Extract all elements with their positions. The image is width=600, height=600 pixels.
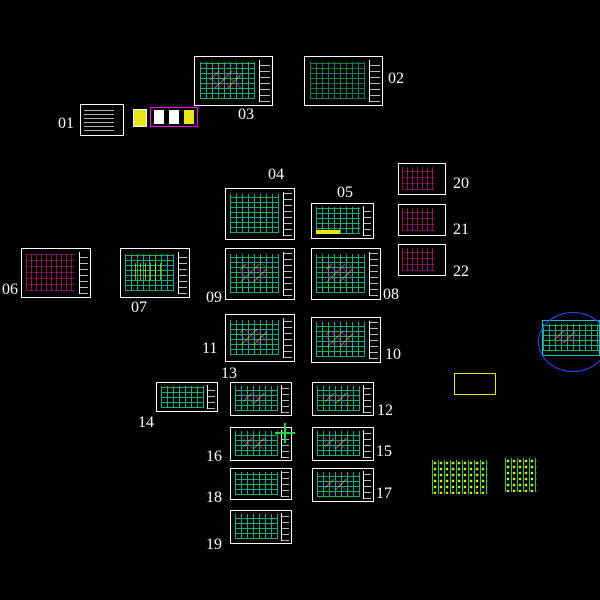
sheet-accent xyxy=(325,392,349,404)
title-block xyxy=(363,384,372,414)
sheet-accent xyxy=(243,392,267,404)
blue-circle-marker xyxy=(538,312,600,372)
sheet-label-03: 03 xyxy=(238,106,254,123)
sheet-grid xyxy=(230,194,280,233)
title-block xyxy=(362,206,372,236)
sheet-accent xyxy=(325,437,349,449)
title-block xyxy=(282,317,292,359)
drawing-sheet-21[interactable] xyxy=(398,204,446,236)
drawing-sheet-09[interactable] xyxy=(225,248,295,300)
sheet-label-07: 07 xyxy=(131,299,147,316)
sheet-label-18: 18 xyxy=(206,489,222,506)
title-block xyxy=(368,320,378,360)
sheet-label-11: 11 xyxy=(202,340,218,357)
thumbnail-white-b xyxy=(169,110,179,124)
sheet-label-09: 09 xyxy=(206,289,222,306)
drawing-sheet-11[interactable] xyxy=(225,314,295,362)
sheet-label-01: 01 xyxy=(58,115,74,132)
sheet-label-22: 22 xyxy=(453,263,469,280)
sheet-accent xyxy=(134,263,162,281)
drawing-sheet-03[interactable] xyxy=(194,56,273,106)
sheet-label-16: 16 xyxy=(206,448,222,465)
sheet-grid xyxy=(160,385,204,408)
sheet-label-20: 20 xyxy=(453,175,469,192)
title-block xyxy=(282,252,292,296)
drawing-sheet-12[interactable] xyxy=(312,382,374,416)
column-grid-plan-a[interactable] xyxy=(432,460,488,494)
title-block xyxy=(281,470,290,498)
drawing-sheet-20[interactable] xyxy=(398,163,446,195)
sheet-accent xyxy=(210,71,242,89)
drawing-sheet-16[interactable] xyxy=(230,427,292,461)
sheet-grid xyxy=(83,108,114,132)
sheet-grid xyxy=(26,253,76,292)
thumbnail-yellow[interactable] xyxy=(133,109,147,127)
drawing-sheet-10[interactable] xyxy=(311,317,381,363)
title-block xyxy=(207,384,216,410)
sheet-label-04: 04 xyxy=(268,166,284,183)
title-block xyxy=(363,429,372,459)
sheet-grid xyxy=(234,514,278,540)
sheet-accent xyxy=(239,328,267,345)
column-grid-plan-b[interactable] xyxy=(505,458,537,492)
drawing-sheet-06[interactable] xyxy=(21,248,91,298)
sheet-label-10: 10 xyxy=(385,346,401,363)
drawing-sheet-08[interactable] xyxy=(311,248,381,300)
title-block xyxy=(281,429,290,459)
drawing-sheet-07[interactable] xyxy=(120,248,190,298)
sheet-label-05: 05 xyxy=(337,184,353,201)
drawing-sheet-04[interactable] xyxy=(225,188,295,240)
drawing-sheet-01[interactable] xyxy=(80,104,124,136)
title-block xyxy=(259,59,270,103)
sheet-accent xyxy=(325,331,353,347)
drawing-sheet-02[interactable] xyxy=(304,56,383,106)
drawing-sheet-13[interactable] xyxy=(230,382,292,416)
title-block xyxy=(282,192,292,236)
sheet-accent xyxy=(325,264,353,282)
title-block xyxy=(281,384,290,414)
sheet-grid xyxy=(401,208,435,232)
sheet-accent xyxy=(239,264,267,282)
sheet-label-19: 19 xyxy=(206,536,222,553)
sheet-label-08: 08 xyxy=(383,286,399,303)
title-block xyxy=(363,470,372,500)
sheet-grid xyxy=(401,167,435,191)
sheet-label-21: 21 xyxy=(453,221,469,238)
sheet-grid xyxy=(234,472,278,496)
thumbnail-magenta-group[interactable] xyxy=(150,107,198,127)
sheet-label-06: 06 xyxy=(2,281,18,298)
thumbnail-yellow-b xyxy=(184,110,194,124)
sheet-grid xyxy=(315,207,360,234)
title-block xyxy=(78,251,88,295)
sheet-label-17: 17 xyxy=(376,485,392,502)
drawing-sheet-19[interactable] xyxy=(230,510,292,544)
title-block xyxy=(177,251,187,295)
sheet-grid xyxy=(309,61,366,100)
yellow-note-box xyxy=(454,373,496,395)
title-block xyxy=(368,252,378,296)
sheet-label-14: 14 xyxy=(138,414,154,431)
sheet-label-12: 12 xyxy=(377,402,393,419)
title-block xyxy=(369,59,380,103)
drawing-sheet-18[interactable] xyxy=(230,468,292,500)
crosshair-cursor-icon xyxy=(275,423,295,443)
sheet-label-15: 15 xyxy=(376,443,392,460)
sheet-label-13: 13 xyxy=(221,365,237,382)
sheet-grid xyxy=(401,248,435,272)
sheet-accent xyxy=(243,437,267,449)
thumbnail-white-a xyxy=(154,110,164,124)
drawing-sheet-05[interactable] xyxy=(311,203,374,239)
sheet-label-02: 02 xyxy=(388,70,404,87)
sheet-accent xyxy=(325,478,349,490)
drawing-sheet-15[interactable] xyxy=(312,427,374,461)
drawing-sheet-14[interactable] xyxy=(156,382,218,412)
yellow-strip xyxy=(316,230,340,234)
drawing-sheet-17[interactable] xyxy=(312,468,374,502)
drawing-sheet-22[interactable] xyxy=(398,244,446,276)
title-block xyxy=(281,512,290,542)
